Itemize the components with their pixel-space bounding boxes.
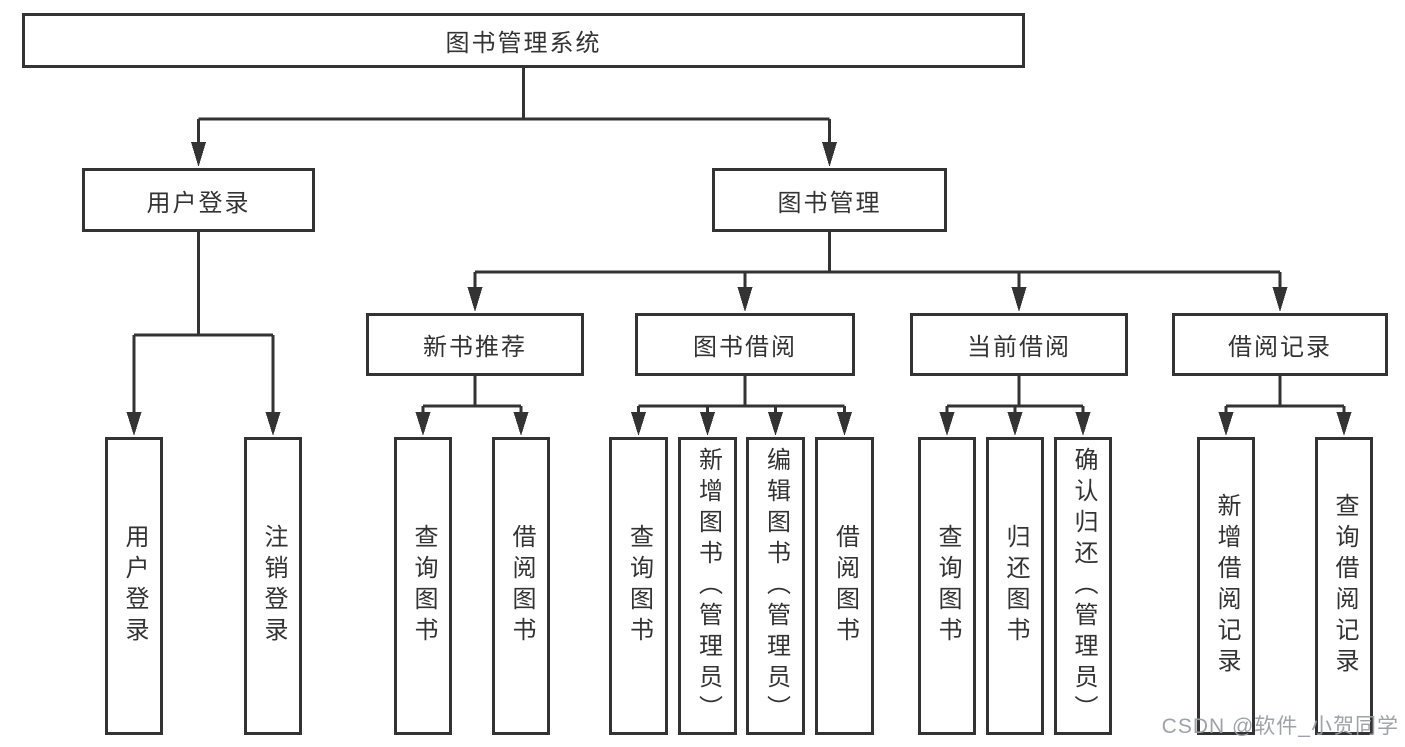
arrowhead — [1007, 412, 1023, 436]
arrowhead — [126, 412, 142, 436]
connector-path — [421, 376, 523, 413]
arrowhead — [768, 412, 783, 436]
arrowhead — [822, 142, 837, 167]
leaf-add-borrow-record: 新增借阅记录 — [1197, 437, 1255, 735]
connector-path — [945, 376, 1085, 413]
arrowhead — [513, 412, 529, 436]
node-user-login: 用户登录 — [82, 168, 315, 232]
leaf-edit-book-admin: 编辑图书（管理员） — [746, 437, 805, 735]
leaf-confirm-return-admin: 确认归还（管理员） — [1054, 437, 1112, 735]
node-book-management: 图书管理 — [712, 168, 947, 232]
connector-path — [473, 232, 1282, 288]
leaf-query-book-current: 查询图书 — [918, 437, 976, 735]
leaf-borrow-book-borrow: 借阅图书 — [815, 437, 874, 735]
leaf-user-login: 用户登录 — [105, 437, 163, 735]
connector-path — [637, 376, 846, 413]
arrowhead — [1272, 287, 1288, 312]
leaf-query-borrow-record: 查询借阅记录 — [1315, 437, 1373, 735]
leaf-borrow-book-rec: 借阅图书 — [492, 437, 550, 735]
arrowhead — [467, 287, 483, 312]
connector-path — [197, 68, 831, 143]
node-book-borrowing: 图书借阅 — [635, 313, 855, 376]
leaf-query-book-borrow: 查询图书 — [609, 437, 668, 735]
leaf-add-book-admin: 新增图书（管理员） — [678, 437, 737, 735]
arrowhead — [265, 412, 281, 436]
leaf-return-book: 归还图书 — [986, 437, 1044, 735]
node-borrowing-records: 借阅记录 — [1172, 313, 1388, 376]
arrowhead — [1336, 412, 1352, 436]
connector-path — [132, 232, 275, 413]
arrowhead — [191, 142, 206, 167]
arrowhead — [631, 412, 646, 436]
arrowhead — [1011, 287, 1027, 312]
arrowhead — [1218, 412, 1234, 436]
connector-path — [1224, 376, 1346, 413]
arrowhead — [837, 412, 852, 436]
leaf-query-book-rec: 查询图书 — [394, 437, 452, 735]
arrowhead — [700, 412, 715, 436]
leaf-logout: 注销登录 — [244, 437, 302, 735]
node-new-book-recommendation: 新书推荐 — [366, 313, 584, 376]
node-root: 图书管理系统 — [22, 13, 1025, 68]
arrowhead — [415, 412, 431, 436]
arrowhead — [737, 287, 753, 312]
csdn-watermark: CSDN @软件_小贺同学 — [1161, 715, 1399, 738]
arrowhead — [1075, 412, 1091, 436]
arrowhead — [939, 412, 955, 436]
node-current-borrowing: 当前借阅 — [910, 313, 1128, 376]
